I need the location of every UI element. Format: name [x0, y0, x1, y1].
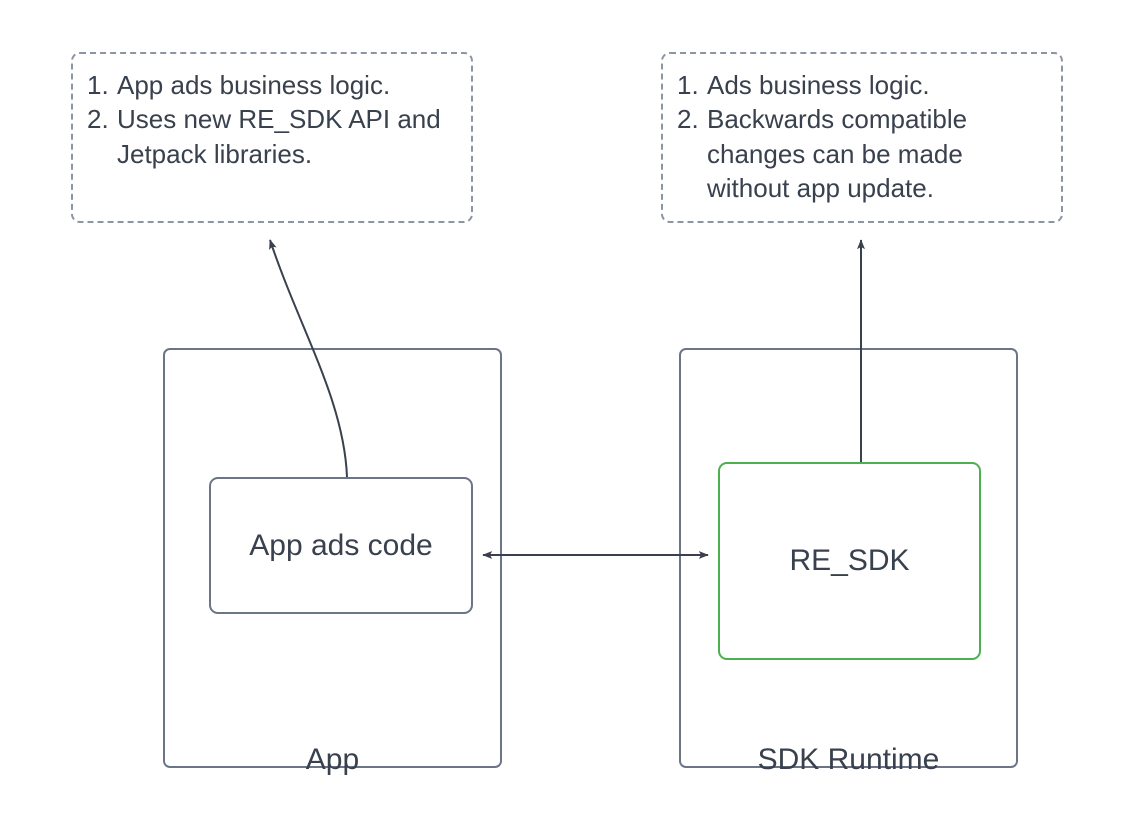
app-container-label: App	[305, 743, 360, 776]
callout-app-item-2: 2. Uses new RE_SDK API and Jetpack libra…	[87, 102, 457, 171]
callout-app-item-1-text: App ads business logic.	[117, 70, 391, 100]
callout-app-item-2-text: Uses new RE_SDK API and Jetpack librarie…	[117, 104, 448, 169]
callout-sdk-item-1-number: 1.	[677, 70, 699, 100]
callout-app-notes: 1. App ads business logic. 2. Uses new R…	[71, 52, 473, 223]
sdk-runtime-container-label: SDK Runtime	[757, 743, 940, 776]
callout-app-item-1-number: 1.	[87, 70, 109, 100]
callout-sdk-item-2: 2. Backwards compatible changes can be m…	[677, 102, 1047, 205]
callout-sdk-list: 1. Ads business logic. 2. Backwards comp…	[677, 68, 1047, 205]
re-sdk-label: RE_SDK	[789, 544, 910, 577]
re-sdk-box: RE_SDK	[718, 462, 981, 660]
callout-sdk-item-1: 1. Ads business logic.	[677, 68, 1047, 102]
app-ads-code-box: App ads code	[209, 477, 473, 614]
callout-sdk-item-2-number: 2.	[677, 104, 699, 135]
callout-sdk-notes: 1. Ads business logic. 2. Backwards comp…	[661, 52, 1063, 223]
app-ads-code-label: App ads code	[249, 528, 433, 562]
callout-sdk-item-1-text: Ads business logic.	[707, 70, 930, 100]
callout-app-item-2-number: 2.	[87, 104, 109, 135]
callout-app-item-1: 1. App ads business logic.	[87, 68, 457, 102]
callout-app-list: 1. App ads business logic. 2. Uses new R…	[87, 68, 457, 171]
callout-sdk-item-2-text: Backwards compatible changes can be made…	[707, 104, 975, 203]
